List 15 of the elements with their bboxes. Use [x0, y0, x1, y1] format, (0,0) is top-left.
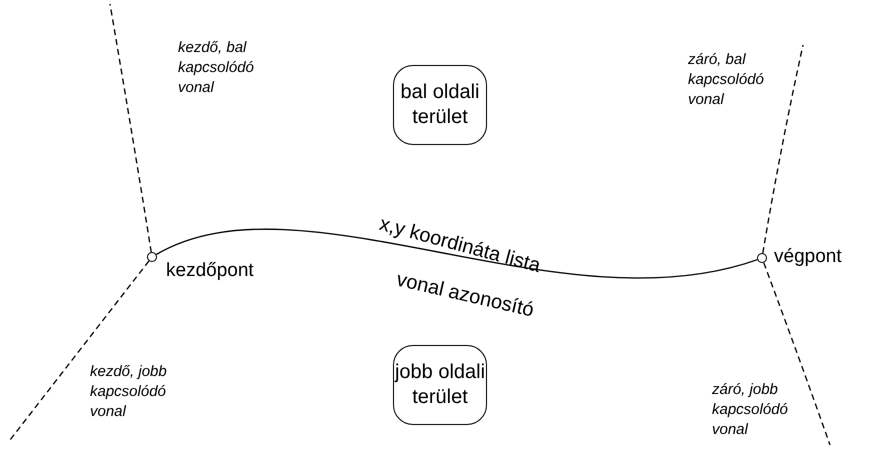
line-curve [156, 228, 758, 278]
point-label: végpont [774, 246, 842, 268]
connecting-line [763, 262, 831, 446]
edge-label: kezdő, bal kapcsolódó vonal [178, 38, 255, 98]
point-marker [757, 253, 767, 263]
point-marker [147, 252, 157, 262]
edge-label: kezdő, jobb kapcsolódó vonal [90, 362, 168, 422]
area-box: bal oldali terület [393, 65, 487, 145]
connecting-line [9, 260, 150, 440]
connecting-line [762, 44, 804, 254]
edge-label: záró, jobb kapcsolódó vonal [712, 380, 789, 440]
area-box: jobb oldali terület [393, 345, 487, 425]
point-label: kezdőpont [166, 260, 254, 282]
edge-label: záró, bal kapcsolódó vonal [688, 50, 765, 110]
connecting-line [109, 4, 152, 252]
